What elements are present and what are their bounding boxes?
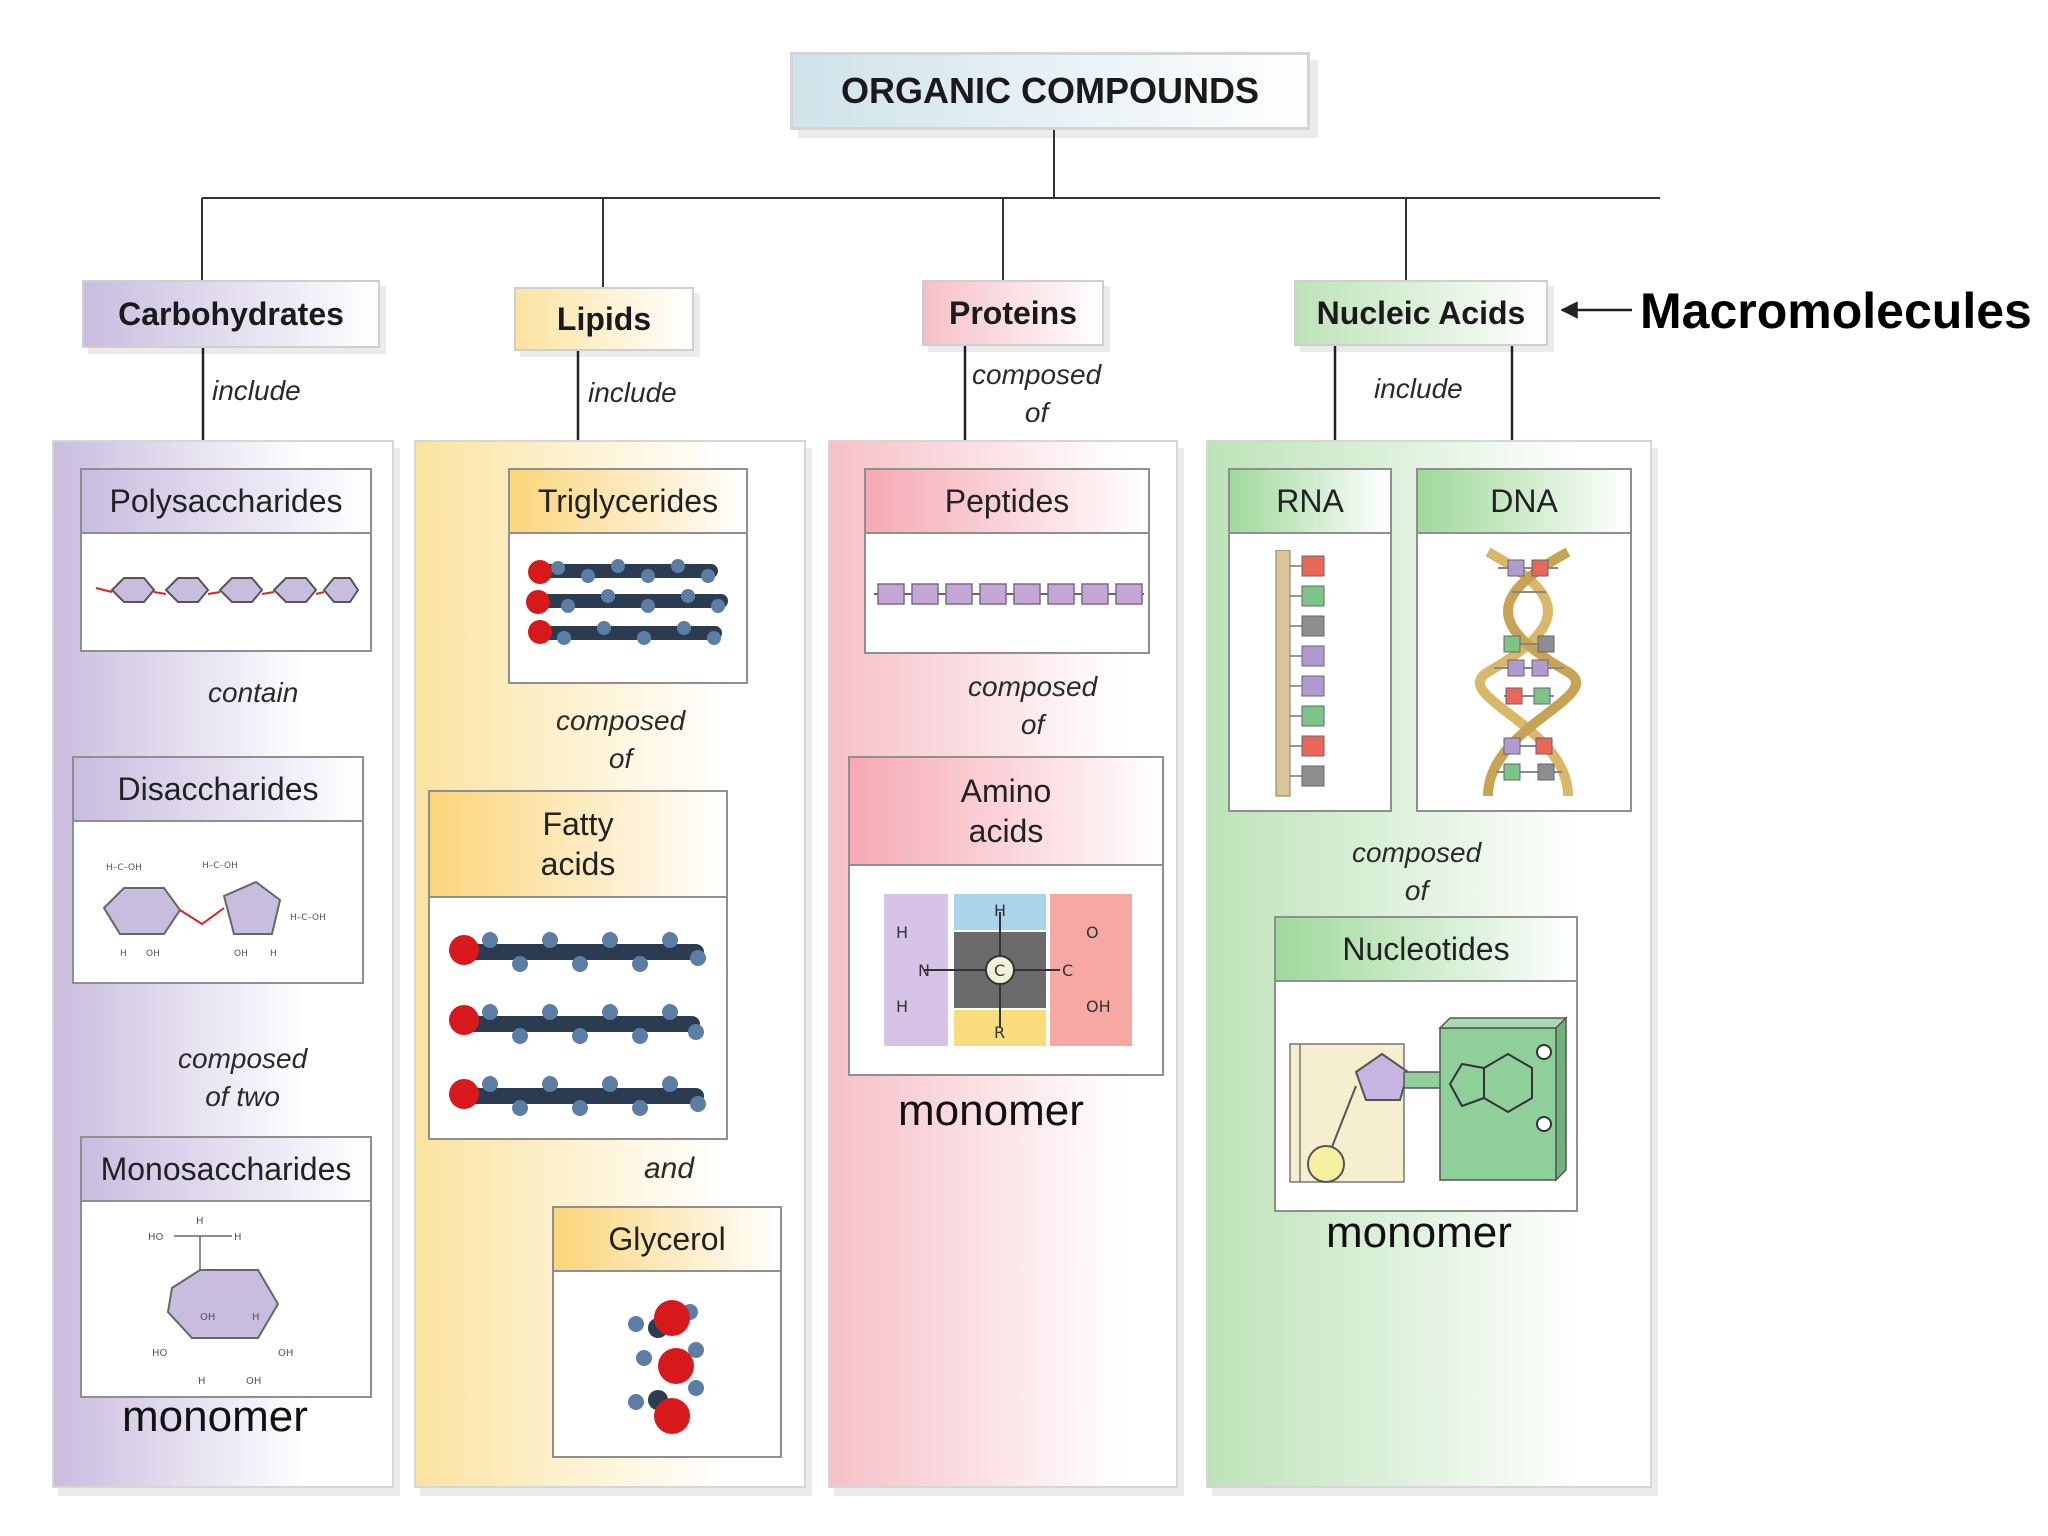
dna-title: DNA <box>1418 470 1630 534</box>
svg-text:H: H <box>196 1216 204 1227</box>
glycerol-box: Glycerol <box>552 1206 782 1458</box>
dna-box: DNA <box>1416 468 1632 812</box>
fatty-acid-molecules-image <box>449 932 706 1116</box>
nucleic-acids-header: Nucleic Acids <box>1294 280 1548 346</box>
atom-r: R <box>994 1023 1005 1042</box>
atom-h1: H <box>896 923 908 942</box>
svg-text:HO: HO <box>152 1348 168 1359</box>
lipid-include-label: include <box>588 377 677 408</box>
nuc-include-label: include <box>1374 373 1463 404</box>
disaccharides-box: Disaccharides H–C–OH H–C–OH H OH OH H H–C–O… <box>72 756 364 984</box>
rna-box: RNA <box>1228 468 1392 812</box>
atom-o: O <box>1086 923 1099 942</box>
nucleotide-structure-image <box>1289 1016 1568 1183</box>
svg-text:H: H <box>270 949 277 959</box>
lipids-label: Lipids <box>556 300 652 337</box>
title-box: ORGANIC COMPOUNDS <box>790 52 1310 130</box>
svg-text:H: H <box>234 1232 242 1243</box>
atom-c-carboxyl: C <box>1062 961 1073 980</box>
nucleotides-box: Nucleotides <box>1274 916 1578 1212</box>
svg-text:H: H <box>120 949 127 959</box>
prot-composed2-label: composed of <box>968 671 1098 740</box>
polysaccharides-title: Polysaccharides <box>82 470 370 534</box>
carb-monomer-label: monomer <box>122 1392 308 1441</box>
amino-acids-box: Amino acids C H R N H H C O OH <box>848 756 1164 1076</box>
svg-text:H–C–OH: H–C–OH <box>290 913 326 923</box>
triglyceride-molecule-image <box>526 559 728 645</box>
amino-acid-structure-image: C H R N H H C O OH <box>884 894 1132 1046</box>
carb-contain-label: contain <box>208 677 299 708</box>
svg-text:OH: OH <box>200 1312 215 1323</box>
peptides-title: Peptides <box>866 470 1148 534</box>
monosaccharides-title: Monosaccharides <box>82 1138 370 1202</box>
atom-h2: H <box>896 997 908 1016</box>
peptides-box: Peptides <box>864 468 1150 654</box>
lipid-and-label: and <box>644 1152 695 1185</box>
macromolecules-label: Macromolecules <box>1640 283 2032 339</box>
triglycerides-box: Triglycerides <box>508 468 748 684</box>
amino-acids-title: Amino acids <box>850 758 1162 866</box>
proteins-header: Proteins <box>922 280 1104 346</box>
fatty-acids-box: Fatty acids <box>428 790 728 1140</box>
svg-text:OH: OH <box>246 1376 261 1387</box>
carbohydrates-label: Carbohydrates <box>118 295 344 332</box>
svg-text:OH: OH <box>234 949 248 959</box>
svg-text:OH: OH <box>146 949 160 959</box>
rna-strand-image <box>1275 550 1325 797</box>
atom-h-top: H <box>994 901 1006 920</box>
nucleotides-title: Nucleotides <box>1276 918 1576 982</box>
rna-title: RNA <box>1230 470 1390 534</box>
atom-n: N <box>918 961 930 980</box>
svg-text:H–C–OH: H–C–OH <box>202 861 238 871</box>
nucleic-acids-label: Nucleic Acids <box>1316 294 1526 331</box>
svg-text:H: H <box>198 1376 206 1387</box>
carbohydrates-header: Carbohydrates <box>82 280 380 348</box>
glycerol-molecule-image <box>628 1300 704 1434</box>
fatty-acids-title: Fatty acids <box>430 792 726 898</box>
svg-text:HO: HO <box>148 1232 164 1243</box>
peptide-chain-image <box>874 583 1144 605</box>
alpha-carbon-label: C <box>994 961 1005 980</box>
proteins-label: Proteins <box>948 294 1078 331</box>
svg-text:H: H <box>252 1312 260 1323</box>
polysaccharide-chain-image <box>95 577 360 603</box>
prot-composed-label: composed of <box>972 359 1102 428</box>
prot-monomer-label: monomer <box>898 1086 1084 1135</box>
nuc-composed-label: composed of <box>1352 837 1482 906</box>
nuc-monomer-label: monomer <box>1326 1208 1512 1257</box>
dna-double-helix-image <box>1474 547 1582 797</box>
disaccharides-title: Disaccharides <box>74 758 362 822</box>
carb-include-label: include <box>212 375 301 406</box>
svg-text:OH: OH <box>278 1348 293 1359</box>
glycerol-title: Glycerol <box>554 1208 780 1272</box>
svg-text:H–C–OH: H–C–OH <box>106 863 142 873</box>
page-title: ORGANIC COMPOUNDS <box>840 70 1259 111</box>
carb-composed-two-label: composed of two <box>178 1043 308 1112</box>
atom-oh: OH <box>1086 997 1111 1016</box>
polysaccharides-box: Polysaccharides <box>80 468 372 652</box>
triglycerides-title: Triglycerides <box>510 470 746 534</box>
lipids-header: Lipids <box>514 287 694 351</box>
disaccharide-structure-image: H–C–OH H–C–OH H OH OH H H–C–OH <box>102 861 326 959</box>
lipid-composed-label: composed of <box>556 705 686 774</box>
